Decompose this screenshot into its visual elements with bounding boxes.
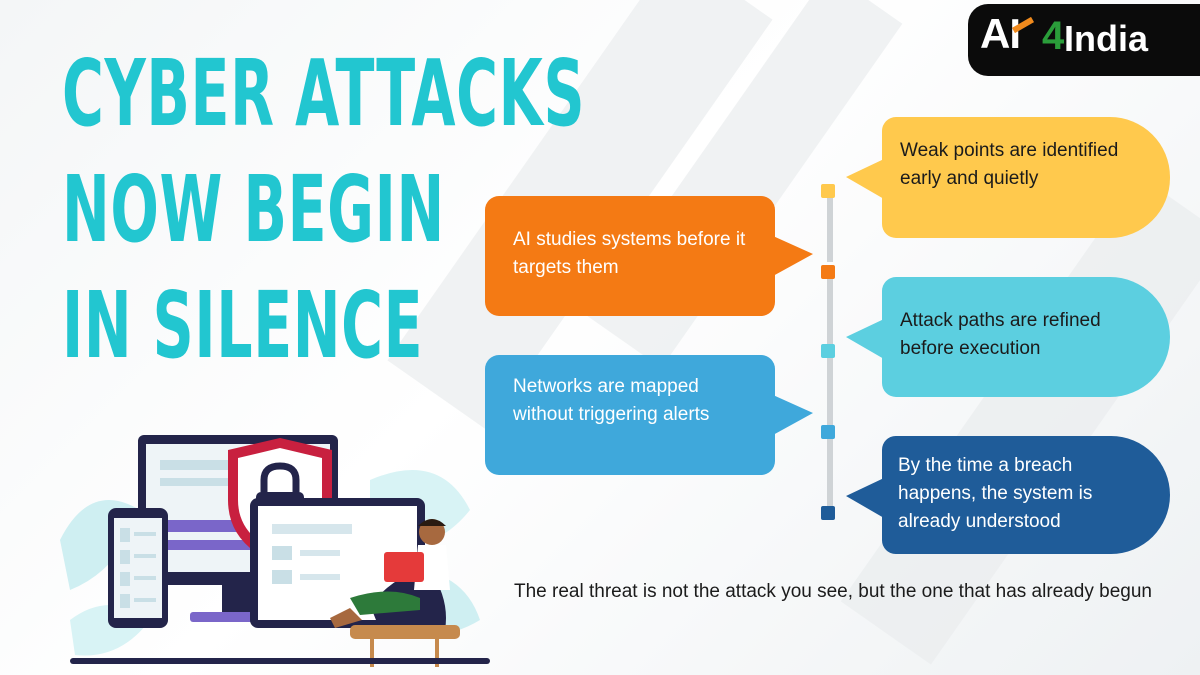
timeline-node <box>821 506 835 520</box>
timeline-node <box>821 184 835 198</box>
bubble-tail <box>846 159 884 199</box>
headline-line-3: IN SILENCE <box>62 272 424 379</box>
bubble-tail <box>846 478 884 518</box>
step-text: Weak points are identified early and qui… <box>900 140 1119 189</box>
step-bubble-ai-studies: AI studies systems before it targets the… <box>485 196 813 316</box>
step-bubble-breach-happens: By the time a breach happens, the system… <box>846 436 1170 554</box>
step-bubble-weak-points: Weak points are identified early and qui… <box>846 117 1170 238</box>
bubble-tail <box>773 395 813 435</box>
bubble-tail <box>773 236 813 276</box>
page-title: CYBER ATTACKS NOW BEGIN IN SILENCE <box>62 36 586 384</box>
step-text: Networks are mapped without triggering a… <box>513 376 710 425</box>
person-with-laptop-illustration <box>60 435 490 667</box>
bubble-tail <box>846 319 884 359</box>
headline-line-2: NOW BEGIN <box>62 156 445 263</box>
step-text: AI studies systems before it targets the… <box>513 229 746 278</box>
timeline-node <box>821 425 835 439</box>
ai4india-logo: AI 4 India <box>968 4 1200 76</box>
tagline: The real threat is not the attack you se… <box>514 581 1152 602</box>
timeline-node <box>821 265 835 279</box>
timeline-node <box>821 344 835 358</box>
step-text: By the time a breach happens, the system… <box>898 455 1093 532</box>
headline-line-1: CYBER ATTACKS <box>62 40 586 147</box>
step-bubble-attack-paths: Attack paths are refined before executio… <box>846 277 1170 397</box>
step-text: Attack paths are refined before executio… <box>900 310 1101 359</box>
step-bubble-networks-mapped: Networks are mapped without triggering a… <box>485 355 813 475</box>
